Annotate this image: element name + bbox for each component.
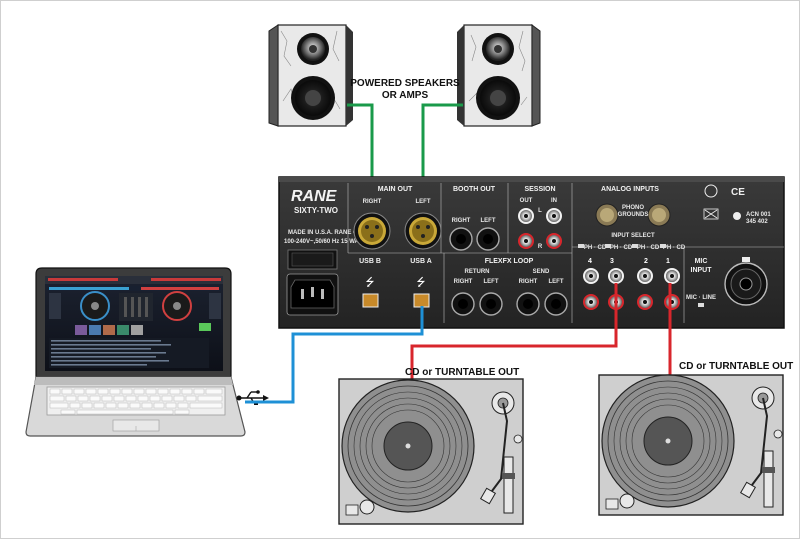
return-right-label: RIGHT bbox=[454, 279, 473, 285]
made-in-line2: 100-240V~,50/60 Hz 15 WATTS bbox=[284, 239, 370, 245]
usb-cable bbox=[245, 306, 424, 404]
session-label: SESSION bbox=[524, 186, 555, 193]
right-speaker-icon bbox=[457, 24, 541, 127]
usb-b-label: USB B bbox=[359, 258, 381, 265]
left-turntable-icon bbox=[338, 378, 524, 525]
session-r-label: R bbox=[538, 244, 543, 250]
usb-a-label: USB A bbox=[410, 258, 432, 265]
ce-mark: CE bbox=[731, 187, 745, 198]
booth-right-label: RIGHT bbox=[452, 218, 471, 224]
right-turntable-label: CD or TURNTABLE OUT bbox=[679, 361, 793, 372]
left-turntable-cable bbox=[410, 283, 618, 379]
ph-cd-3: PH · CD bbox=[610, 245, 633, 251]
cert-line1: ACN 001 bbox=[746, 212, 771, 218]
channel-4: 4 bbox=[588, 258, 592, 265]
booth-out-label: BOOTH OUT bbox=[453, 186, 496, 193]
made-in-line1: MADE IN U.S.A. RANE CORP. bbox=[288, 230, 372, 236]
main-out-label: MAIN OUT bbox=[378, 186, 413, 193]
send-label: SEND bbox=[533, 269, 550, 275]
channel-1: 1 bbox=[666, 258, 670, 265]
speakers-label-line2: OR AMPS bbox=[382, 90, 429, 101]
booth-left-label: LEFT bbox=[481, 218, 496, 224]
channel-3: 3 bbox=[610, 258, 614, 265]
mic-input-line2: INPUT bbox=[691, 267, 713, 274]
cert-line2: 345 402 bbox=[746, 219, 768, 225]
mic-input-line1: MIC bbox=[695, 258, 708, 265]
phono-grounds-line2: GROUNDS bbox=[618, 212, 649, 218]
input-select-label: INPUT SELECT bbox=[611, 233, 655, 239]
laptop-icon bbox=[25, 267, 246, 437]
send-left-label: LEFT bbox=[549, 279, 564, 285]
usb-icon: ⭍ bbox=[365, 276, 374, 289]
combo-mic-connector bbox=[724, 257, 768, 306]
flexfx-loop-label: FLEXFX LOOP bbox=[485, 258, 534, 265]
session-in-label: IN bbox=[551, 198, 557, 204]
analog-inputs-label: ANALOG INPUTS bbox=[601, 186, 659, 193]
iec-power-connector-icon bbox=[286, 273, 339, 316]
channel-2: 2 bbox=[644, 258, 648, 265]
send-right-label: RIGHT bbox=[519, 279, 538, 285]
brand-logo: RANE bbox=[291, 188, 338, 205]
main-right-label: RIGHT bbox=[363, 199, 382, 205]
return-left-label: LEFT bbox=[484, 279, 499, 285]
ph-cd-1: PH · CD bbox=[663, 245, 686, 251]
xlr-connector-icon bbox=[404, 212, 442, 250]
rane-mixer-rear-panel: RANE SIXTY-TWO MADE IN U.S.A. RANE CORP.… bbox=[278, 176, 785, 329]
return-label: RETURN bbox=[465, 269, 490, 275]
session-l-label: L bbox=[538, 208, 542, 214]
usb-b-port bbox=[362, 293, 379, 308]
phono-ground-knob bbox=[595, 203, 671, 227]
usb-a-port bbox=[413, 293, 430, 308]
speakers-label-line1: POWERED SPEAKERS bbox=[350, 78, 460, 89]
flexfx-jacks bbox=[451, 292, 568, 316]
rca-connector-icon bbox=[518, 208, 562, 249]
phono-grounds-line1: PHONO bbox=[622, 205, 644, 211]
usb-icon: ⭍ bbox=[416, 276, 425, 289]
mic-line-label: MIC · LINE bbox=[686, 295, 716, 301]
session-out-label: OUT bbox=[520, 198, 533, 204]
left-turntable-label: CD or TURNTABLE OUT bbox=[405, 367, 519, 378]
right-turntable-icon bbox=[598, 374, 784, 516]
main-left-label: LEFT bbox=[416, 199, 431, 205]
left-speaker-icon bbox=[268, 24, 353, 127]
model-name: SIXTY-TWO bbox=[294, 206, 338, 215]
ph-cd-2: PH · CD bbox=[637, 245, 660, 251]
ph-cd-4: PH · CD bbox=[584, 245, 607, 251]
xlr-connector-icon bbox=[353, 212, 391, 250]
